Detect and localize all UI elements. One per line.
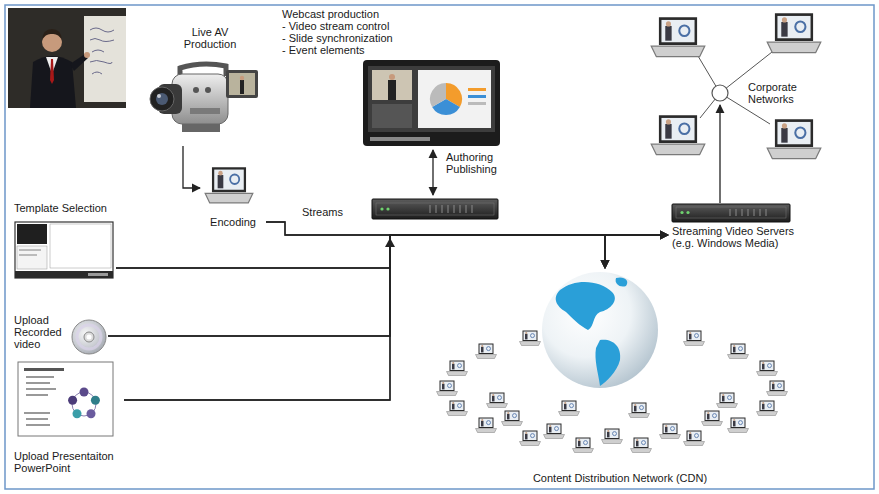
cdn-node: Content Distribution Network (CDN): [440, 268, 800, 488]
connector: [116, 235, 668, 268]
node-text: Encoding: [210, 216, 256, 228]
server-rack: [372, 199, 498, 219]
node-text: Upload Presentaiton PowerPoint: [14, 450, 124, 474]
node-text: Template Selection: [14, 202, 107, 214]
connector: [719, 105, 720, 203]
connector: [124, 235, 605, 400]
cdn-illustration: [437, 272, 788, 453]
node-text: Upload Recorded video: [14, 314, 70, 350]
node-text: - Video stream control: [282, 20, 389, 32]
node-text: Streaming Video Servers (e.g. Windows Me…: [672, 225, 808, 249]
template-thumbnail: [15, 222, 113, 278]
slide-thumbnail: [18, 362, 113, 436]
server-rack: [672, 204, 790, 222]
presenter-photo: [8, 8, 126, 108]
webcast-screenshot: [363, 60, 500, 146]
camera-node: Live AV Production: [165, 26, 255, 146]
camcorder: [150, 64, 258, 132]
node-text: Webcast production: [282, 8, 379, 20]
connector: [124, 235, 668, 400]
corporate-network: [651, 13, 820, 158]
connector: [108, 235, 668, 336]
node-text: Content Distribution Network (CDN): [533, 472, 707, 484]
annotation-label: Authoring Publishing: [446, 151, 510, 175]
node-text: Live AV Production: [179, 26, 241, 50]
connector: [108, 235, 605, 336]
webcast-node: Webcast production- Video stream control…: [282, 8, 412, 56]
connector: [183, 146, 200, 188]
node-text: Corporate Networks: [748, 81, 804, 105]
server-node: Streaming Video Servers (e.g. Windows Me…: [668, 203, 808, 249]
frame: [5, 5, 874, 489]
double-arrow: [432, 150, 433, 195]
edge-label: Streams: [300, 206, 345, 218]
encoder-laptop: [205, 167, 253, 203]
template-node: Template Selection: [14, 202, 116, 280]
connector: [266, 222, 605, 268]
node-text: - Event elements: [282, 44, 365, 56]
merge-arrowhead: [385, 238, 395, 247]
node-text: - Slide synchronization: [282, 32, 393, 44]
slides-upload-node: Upload Presentaiton PowerPoint: [14, 360, 124, 474]
connector: [266, 222, 668, 235]
connector: [116, 235, 605, 268]
encoder-node: Encoding: [200, 162, 266, 228]
cd-disc: [72, 320, 106, 354]
video-upload-node: Upload Recorded video: [14, 314, 108, 360]
network-hub: Corporate Networks: [710, 79, 804, 105]
